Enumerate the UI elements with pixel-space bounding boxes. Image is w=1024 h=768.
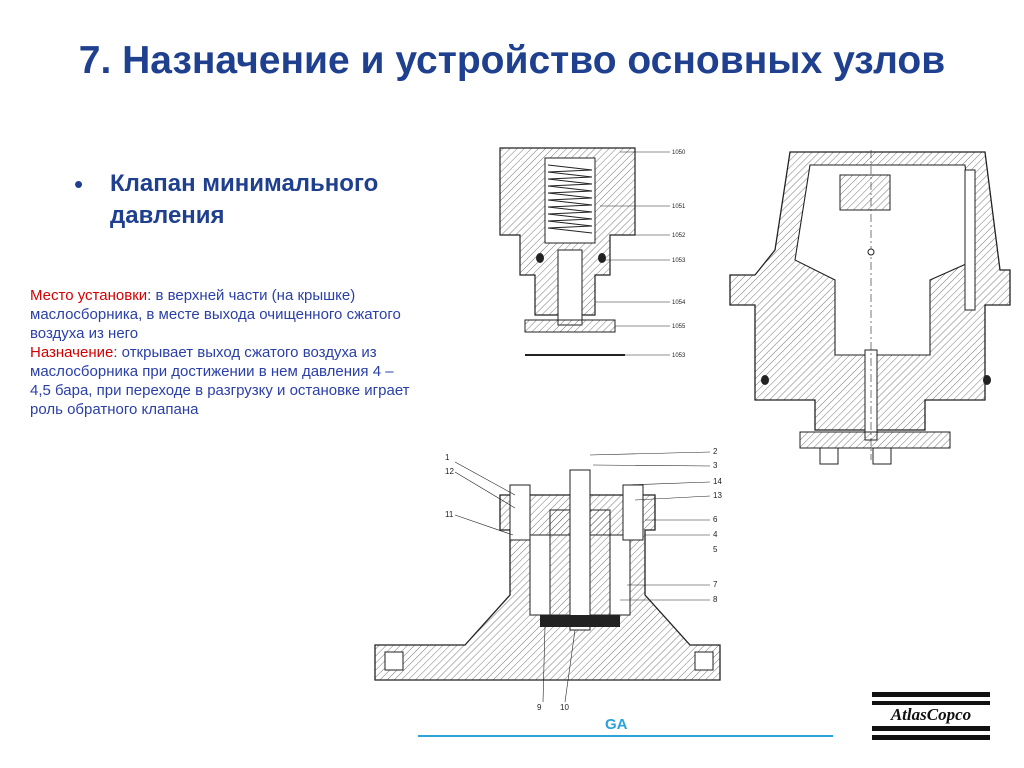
drawing-top-label: 1055: [672, 324, 686, 330]
drawing-bottom-label: 2: [713, 447, 718, 456]
logo-stripes-icon: [872, 692, 990, 740]
description-block: Место установки: в верхней части (на кры…: [30, 286, 415, 419]
install-location-text: : в верхней части (на крышке) маслосборн…: [30, 287, 401, 342]
valve-housing-drawing: [729, 150, 1011, 465]
purpose-text: : открывает выход сжатого воздуха из мас…: [30, 344, 410, 418]
drawing-bottom-label: 4: [713, 530, 718, 539]
drawing-bottom-label: 10: [560, 703, 569, 712]
logo-text: AtlasCopco: [872, 705, 990, 725]
drawing-top-label: 1051: [672, 204, 686, 210]
drawing-bottom-label: 5: [713, 545, 718, 554]
slide-title: 7. Назначение и устройство основных узло…: [78, 39, 946, 82]
bullet-dot-icon: •: [74, 169, 84, 199]
drawing-top-label: 1053: [672, 258, 686, 264]
valve-spring-drawing: 1050 1051 1052 1053 1054 1055 1053: [499, 147, 686, 359]
valve-assembly-drawing: 2 3 14 13 6 4 5 7 8 1 12 11 9 10: [374, 447, 722, 712]
footer-ga-text: GA: [605, 716, 628, 733]
drawing-bottom-label: 9: [537, 703, 542, 712]
drawing-bottom-label: 7: [713, 580, 718, 589]
bullet-item: • Клапан минимального давления: [74, 168, 454, 232]
drawing-top-label: 1052: [672, 233, 686, 239]
footer-divider: [418, 735, 833, 737]
drawing-bottom-label: 13: [713, 491, 722, 500]
bullet-text: Клапан минимального давления: [110, 170, 379, 229]
atlas-copco-logo: AtlasCopco: [872, 690, 990, 742]
drawing-bottom-label: 3: [713, 461, 718, 470]
drawing-top-label: 1050: [672, 150, 686, 156]
drawing-top-label: 1053: [672, 353, 686, 359]
install-location-label: Место установки: [30, 287, 148, 304]
purpose-label: Назначение: [30, 344, 114, 361]
drawing-top-label: 1054: [672, 300, 686, 306]
drawing-bottom-label: 14: [713, 477, 722, 486]
drawing-bottom-label: 12: [445, 467, 454, 476]
drawing-bottom-label: 8: [713, 595, 718, 604]
drawing-bottom-label: 1: [445, 453, 450, 462]
drawing-bottom-label: 11: [445, 510, 454, 519]
drawing-bottom-label: 6: [713, 515, 718, 524]
